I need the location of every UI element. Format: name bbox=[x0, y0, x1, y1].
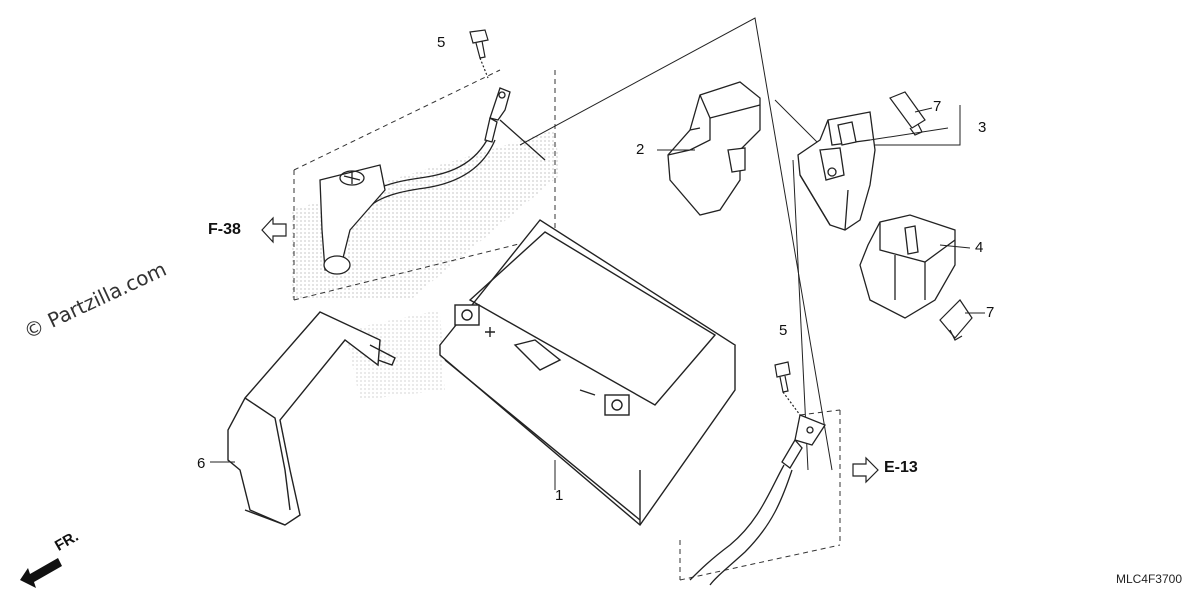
battery-band bbox=[227, 311, 396, 526]
fuse-upper bbox=[889, 91, 926, 136]
callout-leaders bbox=[210, 105, 985, 490]
fuse-lower bbox=[939, 299, 973, 341]
callout-relay-cover: 2 bbox=[636, 141, 645, 158]
relay-unit bbox=[797, 111, 876, 231]
callout-battery-band: 6 bbox=[197, 455, 206, 472]
callout-battery: 1 bbox=[555, 487, 564, 504]
callout-bolt-upper: 5 bbox=[437, 34, 446, 51]
battery-cable-lower bbox=[689, 414, 826, 586]
ref-arrow-f38 bbox=[261, 216, 287, 244]
callout-fuse-box: 4 bbox=[975, 239, 984, 256]
battery-cable-upper bbox=[319, 87, 546, 275]
callout-bolt-lower: 5 bbox=[779, 322, 788, 339]
callout-fuse-upper: 7 bbox=[933, 98, 942, 115]
bolt-lower bbox=[774, 361, 801, 416]
dashed-boundary-left bbox=[293, 69, 556, 301]
battery bbox=[438, 219, 737, 527]
ref-arrow-e13 bbox=[852, 456, 879, 484]
dashed-boundary-right bbox=[679, 409, 841, 581]
fuse-box bbox=[859, 214, 956, 319]
callout-fuse-lower: 7 bbox=[986, 304, 995, 321]
diagram-code: MLC4F3700 bbox=[1115, 572, 1182, 586]
callout-relay: 3 bbox=[978, 119, 987, 136]
ref-label-e13: E-13 bbox=[884, 459, 918, 476]
relay-cover bbox=[667, 81, 761, 216]
ref-label-f38: F-38 bbox=[208, 221, 241, 238]
stipple-shading bbox=[290, 130, 560, 400]
front-direction-arrow bbox=[20, 558, 62, 588]
bolt-upper bbox=[469, 29, 489, 79]
